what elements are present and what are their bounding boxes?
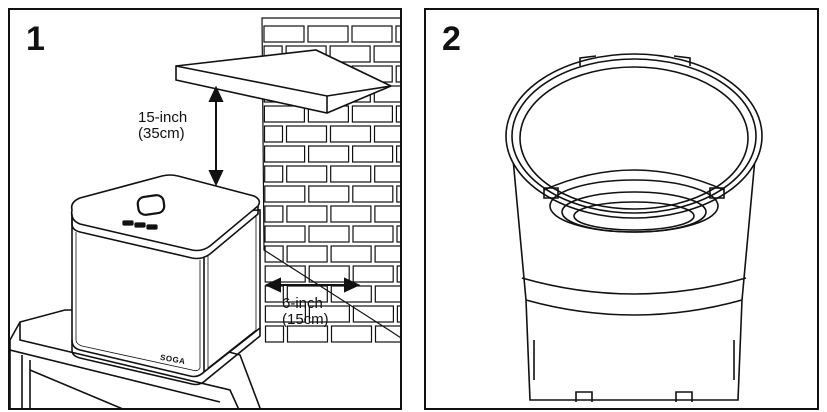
brick [286, 325, 329, 343]
brick [308, 265, 350, 283]
brick [395, 65, 400, 83]
panel-1-placement: 1 15-inch (35cm) 6-inch (15cm) SOGA [8, 8, 402, 410]
brick [352, 185, 394, 203]
vertical-clearance-label: 15-inch (35cm) [138, 110, 187, 142]
brick [352, 305, 394, 323]
brick [286, 165, 328, 183]
brick [374, 205, 400, 223]
vertical-clearance-cm: (35cm) [138, 125, 185, 142]
brick [352, 145, 394, 163]
brick [264, 165, 284, 183]
panel-2-inner-bucket: 2 [424, 8, 819, 410]
brick [264, 185, 306, 203]
brick [352, 265, 394, 283]
brick [374, 285, 400, 303]
inner-bucket-illustration [505, 53, 763, 402]
placement-illustration [10, 17, 400, 408]
horizontal-clearance-inches: 6-inch [282, 295, 323, 312]
vertical-clearance-arrow [208, 85, 224, 187]
inner-bucket [505, 53, 763, 402]
brick [396, 225, 400, 243]
brick [264, 325, 285, 343]
brick [330, 165, 372, 183]
horizontal-clearance-arrow [264, 277, 361, 293]
brick [396, 145, 400, 163]
brick [329, 125, 372, 143]
brick [263, 105, 305, 123]
vertical-clearance-inches: 15-inch [138, 109, 188, 126]
brick [264, 205, 284, 223]
brick [308, 225, 350, 243]
brick [286, 205, 328, 223]
brick [395, 25, 400, 43]
brick [285, 125, 328, 143]
brick [352, 225, 394, 243]
brick [307, 25, 349, 43]
shelf [175, 49, 393, 114]
brick [374, 165, 400, 183]
brick [351, 25, 393, 43]
brick [308, 185, 350, 203]
horizontal-clearance-label: 6-inch (15cm) [282, 296, 329, 328]
brick [351, 105, 393, 123]
brick [396, 305, 400, 323]
brick [263, 25, 305, 43]
step-number: 1 [26, 20, 45, 58]
brick [264, 265, 306, 283]
brick [264, 245, 284, 263]
brick [374, 325, 400, 343]
brick [396, 265, 400, 283]
brick [263, 125, 284, 143]
brick [286, 245, 328, 263]
brick [264, 145, 306, 163]
brick [264, 225, 306, 243]
brick [396, 185, 400, 203]
brick [373, 125, 400, 143]
horizontal-clearance-cm: (15cm) [282, 311, 329, 328]
brick [374, 245, 400, 263]
brick [330, 245, 372, 263]
brick [373, 45, 400, 63]
brick [264, 305, 306, 323]
brick [329, 45, 371, 63]
brick [330, 325, 373, 343]
appliance [70, 174, 261, 386]
brick [395, 105, 400, 123]
brick [308, 145, 350, 163]
brick [330, 205, 372, 223]
step-number: 2 [442, 20, 461, 58]
brick [308, 305, 350, 323]
